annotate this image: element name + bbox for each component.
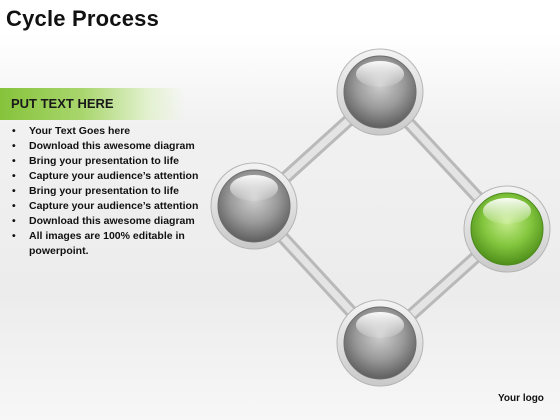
bullet-item: Capture your audience’s attention: [10, 169, 200, 184]
node-bottom: [336, 299, 424, 387]
section-header: PUT TEXT HERE: [11, 96, 114, 111]
node-top: [336, 48, 424, 136]
bullet-item: Your Text Goes here: [10, 124, 200, 139]
node-right: [463, 185, 551, 273]
bullet-item: Capture your audience’s attention: [10, 199, 200, 214]
bullet-item: Download this awesome diagram: [10, 214, 200, 229]
bullet-item: All images are 100% editable in powerpoi…: [10, 229, 200, 259]
bullet-item: Download this awesome diagram: [10, 139, 200, 154]
header-band: [0, 88, 185, 120]
bullet-list: Your Text Goes here Download this awesom…: [10, 124, 200, 259]
slide-title: Cycle Process: [6, 6, 160, 31]
node-left: [210, 162, 298, 250]
bullet-item: Bring your presentation to life: [10, 184, 200, 199]
logo-placeholder: Your logo: [498, 393, 544, 404]
bullet-item: Bring your presentation to life: [10, 154, 200, 169]
